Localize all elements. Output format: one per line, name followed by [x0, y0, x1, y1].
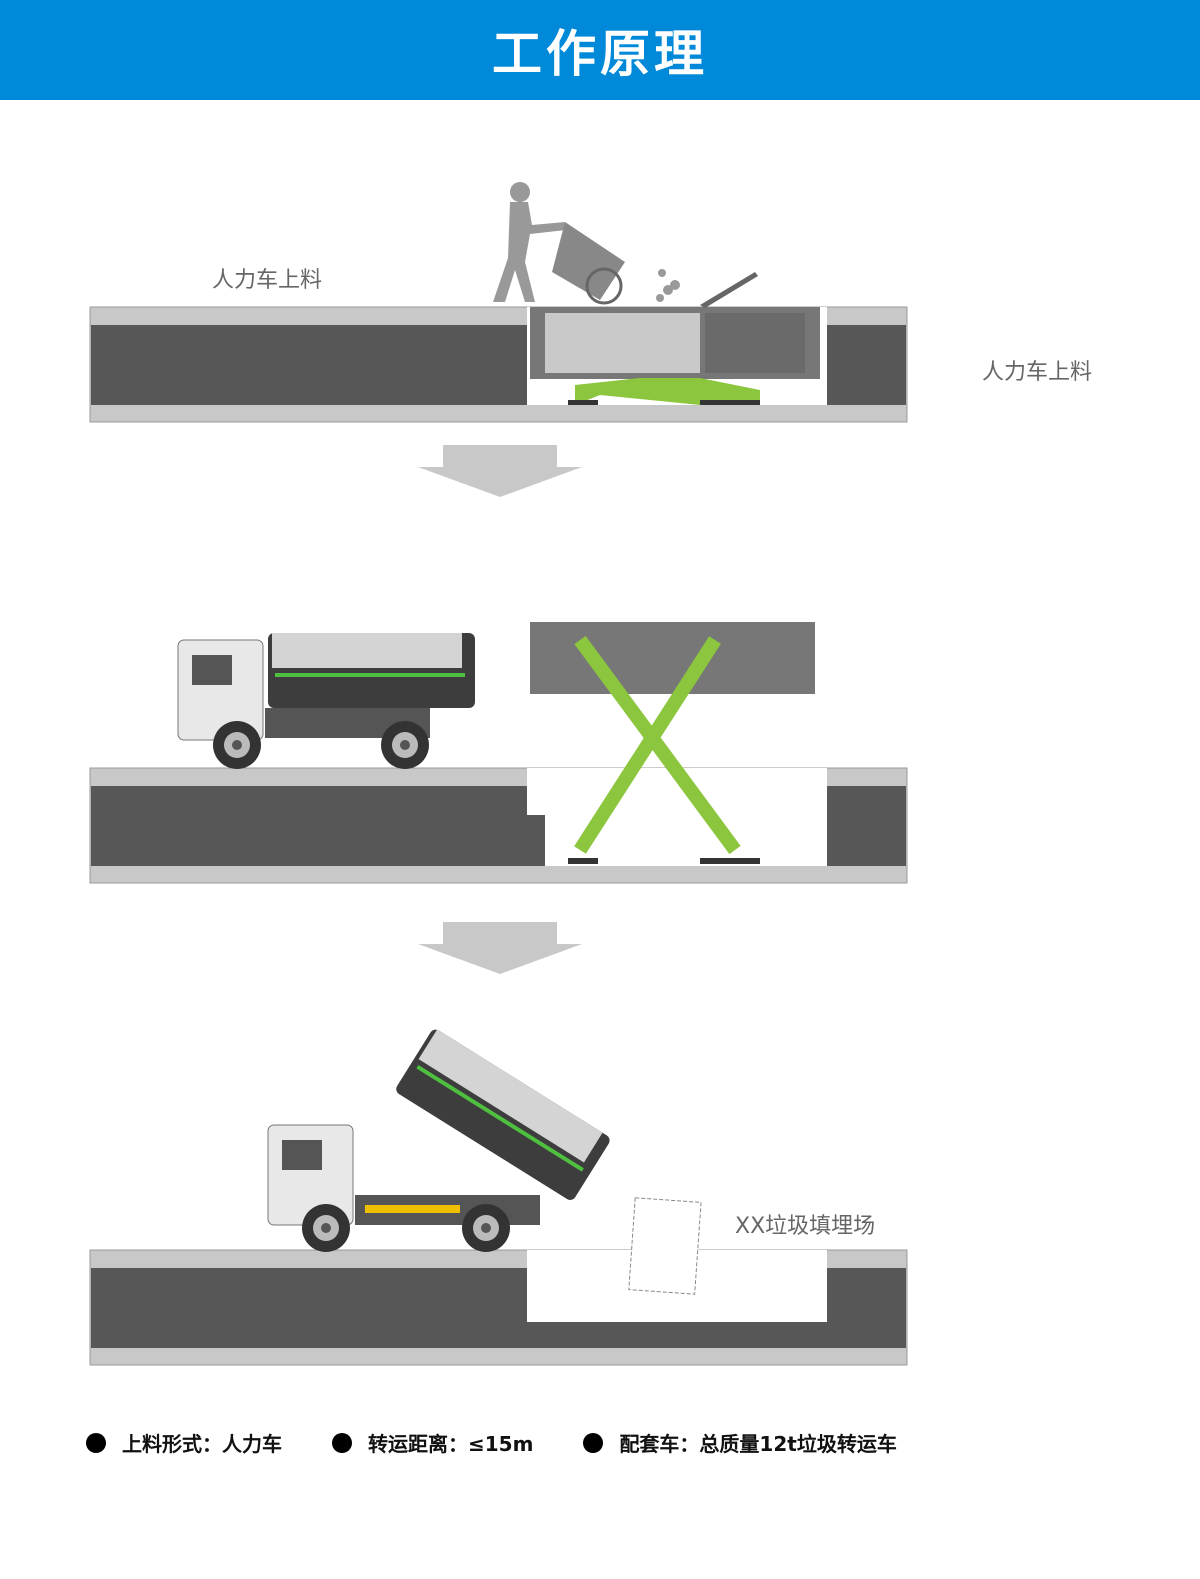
garbage-bale [628, 1197, 702, 1295]
lift-scissor [574, 635, 741, 855]
step1-label: 人力车上料 [212, 268, 323, 293]
bullet-icon [583, 1432, 604, 1453]
spec-matching-vehicle: 配套车：总质量12t垃圾转运车 [583, 1428, 897, 1457]
worker-with-cart [493, 182, 680, 305]
bullet-icon [332, 1432, 352, 1453]
spec-loading-type: 上料形式：人力车 [86, 1428, 282, 1457]
compactor-box [530, 622, 815, 694]
step1-manual-loading [89, 182, 908, 423]
step3-dump-at-landfill [89, 1029, 908, 1366]
down-arrow [418, 445, 582, 497]
down-arrow [418, 922, 582, 974]
transfer-truck [177, 633, 475, 769]
step2-lift-to-truck [89, 622, 908, 884]
page-title: 工作原理 [492, 25, 708, 83]
bullet-icon [86, 1432, 106, 1453]
spec-list: 上料形式：人力车 转运距离：≤15m 配套车：总质量12t垃圾转运车 [86, 1428, 947, 1457]
header-bar: 工作原理 [0, 0, 1200, 100]
dumping-truck [267, 1029, 610, 1252]
step1-side-label: 人力车上料 [982, 360, 1093, 385]
spec-transfer-distance: 转运距离：≤15m [332, 1428, 533, 1457]
lift-scissor [575, 378, 760, 405]
landfill-label: XX垃圾填埋场 [735, 1214, 876, 1239]
